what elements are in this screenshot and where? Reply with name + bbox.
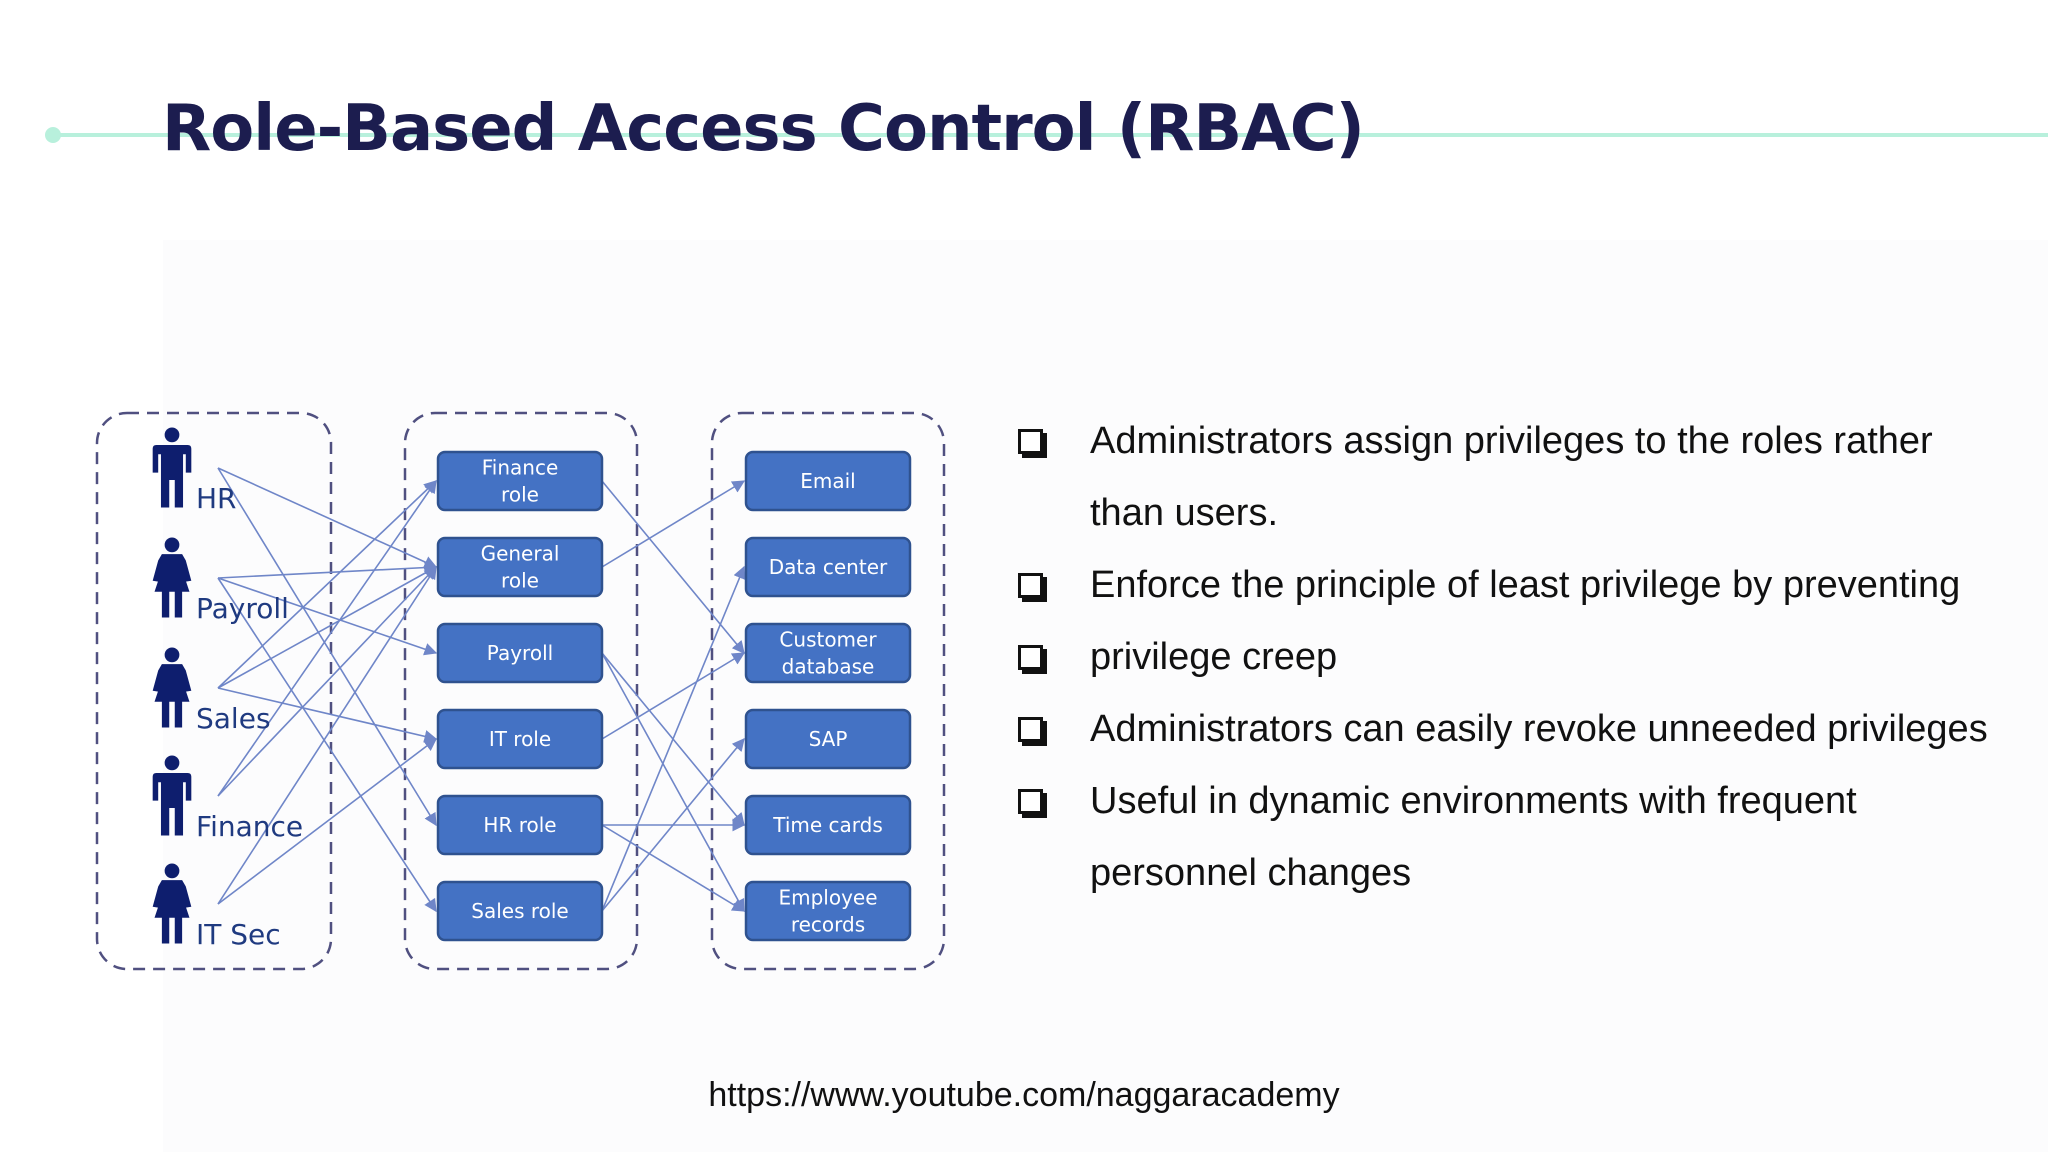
bullet-item: Useful in dynamic environments with freq… xyxy=(1010,765,2010,909)
role-box xyxy=(436,450,604,512)
resource-box xyxy=(744,536,912,598)
user-label: IT Sec xyxy=(196,918,281,951)
person-icon xyxy=(152,755,192,836)
title-accent-line xyxy=(52,133,2048,137)
resource-label: Customer xyxy=(779,628,877,652)
resource-label: Employee xyxy=(778,886,877,910)
role-resource-link xyxy=(601,824,746,912)
role-label: HR role xyxy=(483,813,556,837)
user-label: Payroll xyxy=(196,592,289,625)
user-label: Sales xyxy=(196,702,271,735)
role-label: IT role xyxy=(489,727,551,751)
user-finance: Finance xyxy=(152,755,303,843)
user-label: Finance xyxy=(196,810,303,843)
checkbox-bullet-icon xyxy=(1018,645,1043,670)
user-role-link xyxy=(217,687,438,743)
resource-customer-database: Customer database xyxy=(744,622,912,684)
user-payroll: Payroll xyxy=(152,537,289,625)
user-sales: Sales xyxy=(152,647,271,735)
resource-label: database xyxy=(782,655,875,679)
role-finance-role: Finance role xyxy=(436,450,604,512)
slide-title: Role-Based Access Control (RBAC) xyxy=(162,92,1365,166)
role-box xyxy=(436,880,604,942)
resource-sap: SAP xyxy=(744,708,912,770)
resource-label: Email xyxy=(800,469,856,493)
role-it-role: IT role xyxy=(436,708,604,770)
user-role-link xyxy=(217,479,437,797)
resource-email: Email xyxy=(744,450,912,512)
checkbox-bullet-icon xyxy=(1018,573,1043,598)
resource-box xyxy=(744,708,912,770)
user-role-link xyxy=(217,561,438,579)
user-role-link xyxy=(217,738,438,905)
person-icon xyxy=(152,537,192,618)
person-icon xyxy=(152,427,192,508)
person-icon xyxy=(152,863,192,944)
user-role-link xyxy=(217,566,438,689)
role-resource-link xyxy=(601,652,745,913)
role-box xyxy=(436,708,604,770)
role-payroll: Payroll xyxy=(436,622,604,684)
bullet-item: Enforce the principle of least privilege… xyxy=(1010,549,2010,621)
user-role-link xyxy=(217,577,437,913)
role-label: Payroll xyxy=(487,641,553,665)
resource-label: SAP xyxy=(809,727,848,751)
user-role-link xyxy=(217,467,438,569)
bullet-item: Administrators assign privileges to the … xyxy=(1010,405,2010,549)
user-role-link xyxy=(217,566,437,797)
checkbox-bullet-icon xyxy=(1018,717,1043,742)
users-group-frame xyxy=(95,411,333,971)
role-label: role xyxy=(501,569,539,593)
resources-group-frame xyxy=(710,411,946,971)
user-it-sec: IT Sec xyxy=(152,863,281,951)
resource-box xyxy=(744,622,912,684)
bullet-item: Administrators can easily revoke unneede… xyxy=(1010,693,2010,765)
role-box xyxy=(436,622,604,684)
role-box xyxy=(436,536,604,598)
resource-box xyxy=(744,880,912,942)
role-hr-role: HR role xyxy=(436,794,604,856)
resource-time-cards: Time cards xyxy=(744,794,912,856)
person-icon xyxy=(152,647,192,728)
role-general-role: General role xyxy=(436,536,604,598)
bullet-list: Administrators assign privileges to the … xyxy=(1010,405,2010,909)
role-sales-role: Sales role xyxy=(436,880,604,942)
role-resource-link xyxy=(601,480,746,568)
title-accent-dot xyxy=(45,127,61,143)
role-box xyxy=(436,794,604,856)
role-resource-link xyxy=(601,738,745,912)
user-role-link xyxy=(217,467,437,827)
user-hr: HR xyxy=(152,427,237,515)
checkbox-bullet-icon xyxy=(1018,789,1043,814)
user-role-link xyxy=(217,480,437,689)
content-panel xyxy=(163,240,2048,1152)
resource-data-center: Data center xyxy=(744,536,912,598)
user-role-link xyxy=(217,577,438,656)
role-resource-link xyxy=(601,652,746,740)
role-label: Sales role xyxy=(471,899,568,923)
resource-label: records xyxy=(791,913,865,937)
checkbox-bullet-icon xyxy=(1018,429,1043,454)
footer-url: https://www.youtube.com/naggaracademy xyxy=(708,1076,1340,1114)
resource-label: Time cards xyxy=(772,813,883,837)
user-label: HR xyxy=(196,482,237,515)
role-resource-link xyxy=(601,480,745,654)
resource-label: Data center xyxy=(769,555,888,579)
resource-box xyxy=(744,450,912,512)
role-label: General xyxy=(481,542,560,566)
role-label: Finance xyxy=(482,456,559,480)
roles-group-frame xyxy=(403,411,639,971)
user-role-link xyxy=(217,565,437,905)
bullet-item: privilege creep xyxy=(1010,621,2010,693)
resource-employee-records: Employee records xyxy=(744,880,912,942)
resource-box xyxy=(744,794,912,856)
role-label: role xyxy=(501,483,539,507)
role-resource-link xyxy=(601,565,746,912)
